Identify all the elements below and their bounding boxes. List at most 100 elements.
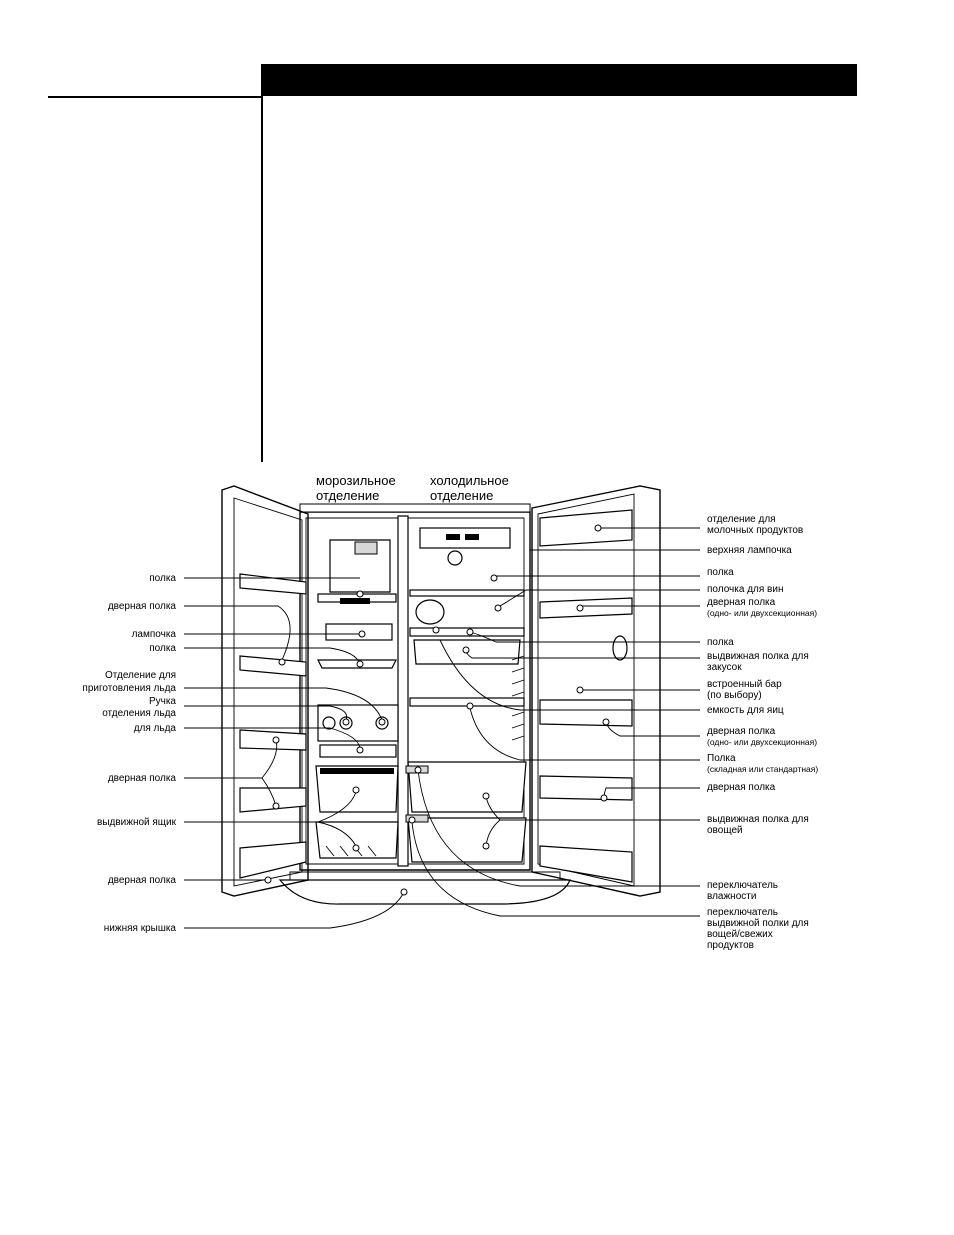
label-door-shelf-r2-1: дверная полка xyxy=(707,726,776,737)
header-rule-horizontal xyxy=(48,96,263,98)
left-door-shelf-2 xyxy=(239,655,307,677)
label-door-shelf-3: дверная полка xyxy=(108,875,177,886)
leader-dot xyxy=(594,524,602,532)
label-egg-box: емкость для яиц xyxy=(707,705,784,716)
fridge-heading-line1: холодильное xyxy=(430,473,509,488)
leader-door-shelf-1 xyxy=(184,605,291,661)
label-drawer: выдвижной ящик xyxy=(97,817,177,828)
leader-dot xyxy=(494,604,502,612)
leader-drawer-b xyxy=(317,821,357,847)
leader-ice-handle xyxy=(184,705,348,721)
ice-knob-1 xyxy=(322,716,336,730)
leader-shelf-fold xyxy=(469,707,700,761)
fridge-shelf-1 xyxy=(409,589,525,597)
right-door-outline xyxy=(531,485,661,897)
leader-dot xyxy=(356,590,364,598)
leader-dot xyxy=(278,658,286,666)
home-bar-shape xyxy=(539,699,633,727)
veg-drawer-2 xyxy=(407,817,527,863)
leader-dot xyxy=(342,718,350,726)
leader-dot xyxy=(356,746,364,754)
label-top-lamp: верхняя лампочка xyxy=(707,545,792,556)
home-bar-latch xyxy=(612,635,628,661)
leader-humidity xyxy=(417,769,700,887)
right-door-shelf-1 xyxy=(539,597,633,619)
bottom-plinth xyxy=(289,871,561,881)
label-shelf-fold-1: Полка xyxy=(707,753,736,764)
leader-dot xyxy=(358,630,366,638)
label-humidity-1: переключатель xyxy=(707,880,778,891)
leader-dot xyxy=(576,686,584,694)
left-door-shelf-5 xyxy=(239,841,307,879)
leader-dot xyxy=(356,660,364,668)
right-door-shelf-3 xyxy=(539,845,633,883)
right-leader-lines xyxy=(408,524,700,917)
leader-dot xyxy=(264,876,272,884)
leader-dot xyxy=(466,628,474,636)
humidity-slider-2 xyxy=(405,814,429,823)
label-shelf: полка xyxy=(149,573,176,584)
bottom-cover-shape xyxy=(278,879,571,905)
left-door-shelf-1 xyxy=(239,573,307,595)
leader-egg-box xyxy=(439,639,700,711)
label-bottom-cover: нижняя крышка xyxy=(104,923,177,934)
fridge-heading-line2: отделение xyxy=(430,488,493,503)
label-home-bar-2: (по выбору) xyxy=(707,689,762,701)
left-leader-lines xyxy=(184,577,408,929)
leader-dot xyxy=(414,766,422,774)
compartment-headings: морозильное отделение холодильное отделе… xyxy=(316,473,509,503)
label-snack-drawer-1: выдвижная полка для xyxy=(707,651,809,662)
label-ice-handle-2: отделения льда xyxy=(102,708,176,719)
leader-dot xyxy=(378,718,386,726)
dairy-compartment-shape xyxy=(539,509,633,547)
label-ice-handle-1: Ручка xyxy=(149,696,176,707)
leader-dot xyxy=(462,646,470,654)
label-ice-maker-2: приготовления льда xyxy=(82,683,176,694)
left-door-shelf-4 xyxy=(239,787,307,813)
label-shelf-r2: полка xyxy=(707,637,734,648)
freezer-drawer-2-grille xyxy=(325,845,377,857)
right-door-shelf-2 xyxy=(539,775,633,801)
label-door-shelf-r1-1: дверная полка xyxy=(707,597,776,608)
leader-drawer-switch xyxy=(411,821,700,917)
leader-dot xyxy=(482,792,490,800)
label-snack-drawer-2: закусок xyxy=(707,662,742,673)
label-dairy-1: отделение для xyxy=(707,514,776,525)
header-bar xyxy=(263,64,857,96)
label-veg-drawer-2: овощей xyxy=(707,825,743,836)
label-ice-bin: для льда xyxy=(134,723,177,734)
leader-dot xyxy=(432,626,440,634)
leader-dot xyxy=(408,816,416,824)
label-door-shelf-2: дверная полка xyxy=(108,773,177,784)
label-shelf-fold-2: (складная или стандартная) xyxy=(707,764,818,774)
top-hinge-cover xyxy=(299,503,531,513)
control-display-2 xyxy=(465,534,479,540)
leader-dot xyxy=(600,794,608,802)
right-labels: отделение для молочных продуктов верхняя… xyxy=(707,514,818,951)
refrigerator-body xyxy=(221,485,661,905)
leader-bottom-cover xyxy=(184,891,405,929)
label-ice-maker-1: Отделение для xyxy=(105,670,176,681)
leader-dot xyxy=(576,604,584,612)
label-shelf-r1: полка xyxy=(707,567,734,578)
label-wine-shelf: полочка для вин xyxy=(707,584,783,595)
leader-dot xyxy=(272,736,280,744)
label-shelf-2: полка xyxy=(149,643,176,654)
label-lamp: лампочка xyxy=(132,629,177,640)
freezer-lamp-box xyxy=(325,623,393,641)
freezer-heading-line1: морозильное xyxy=(316,473,396,488)
label-drawer-switch-2: выдвижной полки для xyxy=(707,918,809,929)
label-drawer-switch-3: вощей/свежих xyxy=(707,929,773,940)
left-labels: полка дверная полка лампочка полка Отдел… xyxy=(82,573,176,934)
label-veg-drawer-1: выдвижная полка для xyxy=(707,814,809,825)
label-drawer-switch-4: продуктов xyxy=(707,940,754,951)
leader-wine-shelf xyxy=(499,589,700,607)
leader-dot xyxy=(482,842,490,850)
leader-ice-maker xyxy=(184,687,383,721)
header-rule-vertical xyxy=(261,64,263,462)
center-divider xyxy=(397,515,409,867)
leader-dot xyxy=(400,888,408,896)
leader-dot xyxy=(490,574,498,582)
label-humidity-2: влажности xyxy=(707,891,756,902)
